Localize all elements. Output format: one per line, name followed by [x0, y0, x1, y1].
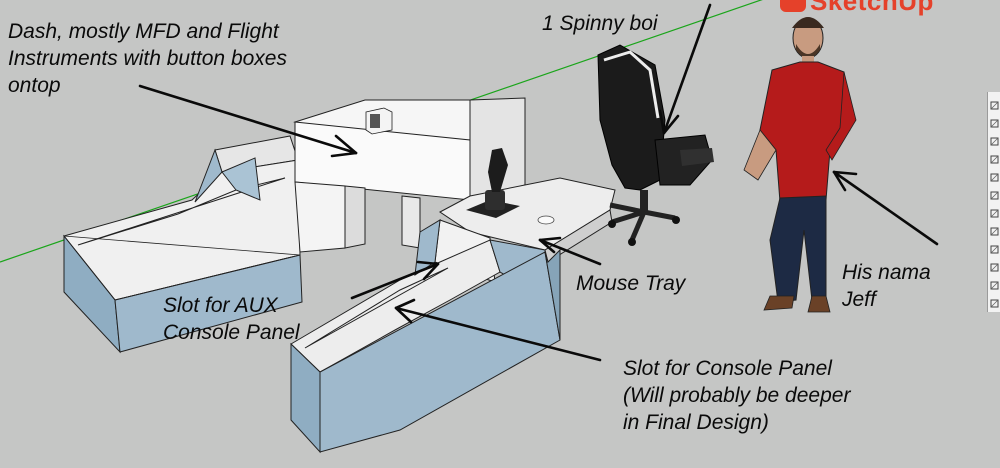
- orbit-icon[interactable]: [990, 172, 999, 184]
- arrow-jeff: [832, 170, 939, 246]
- scale-icon[interactable]: [990, 136, 999, 148]
- arrow-aux-head: [416, 260, 440, 281]
- annotation-line: Slot for Console Panel: [623, 357, 832, 380]
- annotation-line: 1 Spinny boi: [542, 12, 658, 35]
- arrow-aux: [350, 262, 440, 300]
- arrow-jeff-head: [832, 170, 858, 192]
- zoom-icon[interactable]: [990, 208, 999, 220]
- move-icon[interactable]: [990, 100, 999, 112]
- annotation-line: Slot for AUX: [163, 294, 278, 317]
- chair-leg: [643, 209, 676, 221]
- annotation-mouse-tray: Mouse Tray: [576, 270, 685, 297]
- rotate-icon[interactable]: [990, 118, 999, 130]
- annotation-line: Dash, mostly MFD and Flight: [8, 20, 279, 43]
- chair-leg: [609, 202, 645, 215]
- person-figure-jeff[interactable]: [743, 17, 857, 313]
- annotation-person: His nama Jeff: [842, 259, 931, 313]
- annotation-arrows: [138, 3, 939, 362]
- pan-icon[interactable]: [990, 190, 999, 202]
- section-icon[interactable]: [990, 226, 999, 238]
- annotation-line: Console Panel: [163, 321, 300, 344]
- eraser-icon[interactable]: [990, 262, 999, 274]
- sketchup-logo-text: SketchUp: [810, 0, 934, 16]
- arrow-mouse-head: [538, 236, 562, 254]
- tape-icon[interactable]: [990, 280, 999, 292]
- paint-icon[interactable]: [990, 244, 999, 256]
- chair-leg: [629, 211, 647, 241]
- sketchup-logo-icon: [780, 0, 806, 12]
- annotation-line: Mouse Tray: [576, 272, 686, 295]
- arrow-console-head: [394, 298, 416, 324]
- right-console[interactable]: [290, 219, 561, 454]
- annotation-line: His nama: [842, 261, 931, 284]
- tool-strip: [987, 92, 1000, 312]
- camera-icon[interactable]: [990, 298, 999, 310]
- annotation-line: Instruments with button boxes: [8, 47, 287, 70]
- dash-block[interactable]: [293, 97, 526, 253]
- annotation-aux-slot: Slot for AUX Console Panel: [163, 292, 300, 346]
- arrow-console: [394, 306, 602, 362]
- annotation-dash: Dash, mostly MFD and Flight Instruments …: [8, 18, 287, 99]
- arrow-chair-head: [658, 109, 680, 135]
- arrow-chair: [662, 3, 712, 135]
- arrow-mouse: [538, 238, 602, 266]
- arrow-dash-head: [330, 134, 358, 158]
- push-pull-icon[interactable]: [990, 154, 999, 166]
- annotation-chair: 1 Spinny boi: [542, 10, 658, 37]
- annotation-line: in Final Design): [623, 411, 769, 434]
- annotation-console-slot: Slot for Console Panel (Will probably be…: [623, 355, 850, 436]
- annotation-line: (Will probably be deeper: [623, 384, 851, 407]
- annotation-line: Jeff: [842, 288, 876, 311]
- annotation-line: ontop: [8, 74, 61, 97]
- chair-leg: [611, 209, 645, 225]
- office-chair[interactable]: [597, 44, 714, 246]
- arrow-dash: [138, 84, 358, 155]
